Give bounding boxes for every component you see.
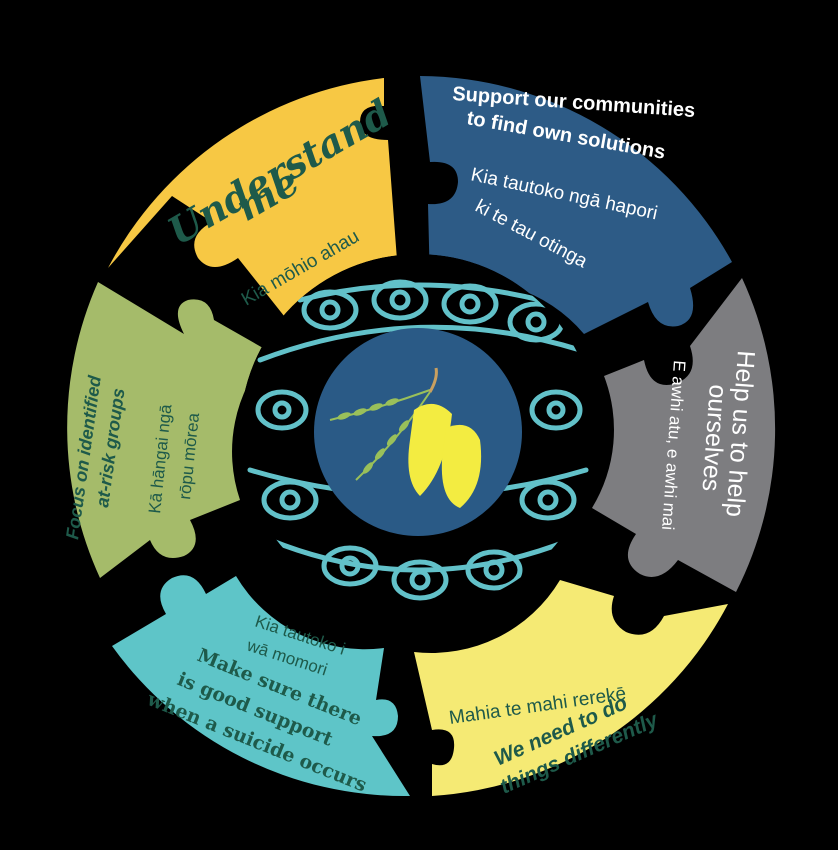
segment-understand-shape xyxy=(108,78,400,326)
koru-lines xyxy=(247,279,589,601)
segment-help: Help us to help ourselves E awhi atu, e … xyxy=(592,278,776,592)
flower-stem xyxy=(428,367,438,393)
segment-atrisk-shape xyxy=(67,282,270,578)
segment-understand-me: Understand me Kia mōhio ahau xyxy=(108,78,400,326)
flower-petals xyxy=(408,403,482,508)
koru-row-3 xyxy=(261,479,577,521)
segment-communities: Support our communities to find own solu… xyxy=(420,76,732,334)
koru-row-4 xyxy=(321,545,523,601)
segment-differently: Mahia te mahi rerekē We need to do thing… xyxy=(414,580,728,799)
leaflets xyxy=(337,398,410,474)
segment-help-shape xyxy=(592,278,776,592)
segment-differently-shape xyxy=(414,580,728,796)
koru-row-2 xyxy=(255,389,583,431)
kowhai-flower-icon xyxy=(314,328,522,536)
segment-suicide-shape xyxy=(112,575,410,797)
segment-communities-shape xyxy=(420,76,732,334)
segment-atrisk: Focus on identified at-risk groups Kā hā… xyxy=(62,282,270,578)
